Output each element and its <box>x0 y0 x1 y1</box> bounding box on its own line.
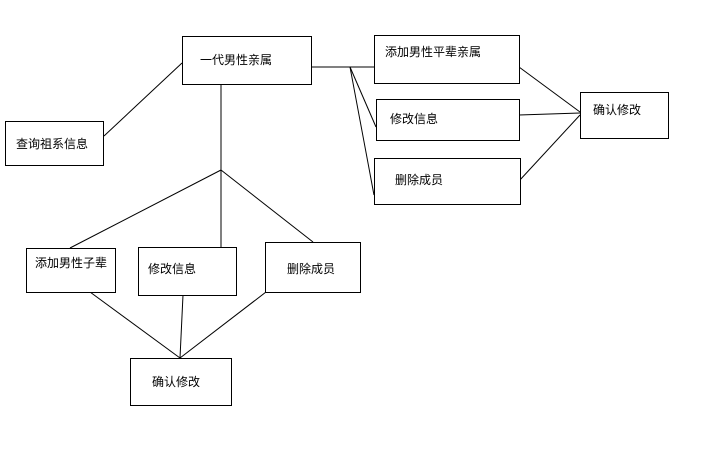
node-delete-member-right[interactable]: 删除成员 <box>374 158 521 205</box>
edge-delete-bottom-to-confirm <box>179 291 267 359</box>
node-label: 修改信息 <box>148 262 197 276</box>
node-label: 修改信息 <box>390 112 439 126</box>
edge-edit-right-to-confirm <box>518 112 581 116</box>
edge-trunk-to-delete-right <box>349 66 375 196</box>
node-label: 确认修改 <box>593 103 642 117</box>
node-label: 删除成员 <box>395 173 444 187</box>
node-first-gen-male-relatives[interactable]: 一代男性亲属 <box>182 36 312 85</box>
edge-split-to-add-child <box>69 169 222 249</box>
edge-add-peer-to-confirm <box>518 66 581 113</box>
node-label: 添加男性子辈 <box>35 256 108 270</box>
node-confirm-edit-bottom[interactable]: 确认修改 <box>130 358 232 406</box>
node-label: 确认修改 <box>152 375 201 389</box>
node-confirm-edit-right[interactable]: 确认修改 <box>580 92 669 139</box>
node-add-male-child[interactable]: 添加男性子辈 <box>26 248 116 293</box>
node-query-ancestry[interactable]: 查询祖系信息 <box>5 121 104 166</box>
node-label: 删除成员 <box>287 262 336 276</box>
node-edit-info-bottom[interactable]: 修改信息 <box>138 247 237 296</box>
edge-edit-bottom-to-confirm <box>179 294 184 359</box>
edge-trunk-to-edit-right <box>349 66 377 128</box>
node-delete-member-bottom[interactable]: 删除成员 <box>265 242 361 293</box>
edge-add-child-to-confirm <box>89 291 181 359</box>
node-label: 一代男性亲属 <box>200 53 273 67</box>
edge-split-to-delete-bottom <box>220 169 314 243</box>
node-label: 查询祖系信息 <box>16 137 89 151</box>
edge-delete-right-to-confirm <box>518 114 581 182</box>
edge-query-to-first-gen <box>103 62 183 137</box>
node-edit-info-right[interactable]: 修改信息 <box>376 99 520 141</box>
node-add-male-peer[interactable]: 添加男性平辈亲属 <box>374 35 520 84</box>
node-label: 添加男性平辈亲属 <box>385 45 482 59</box>
